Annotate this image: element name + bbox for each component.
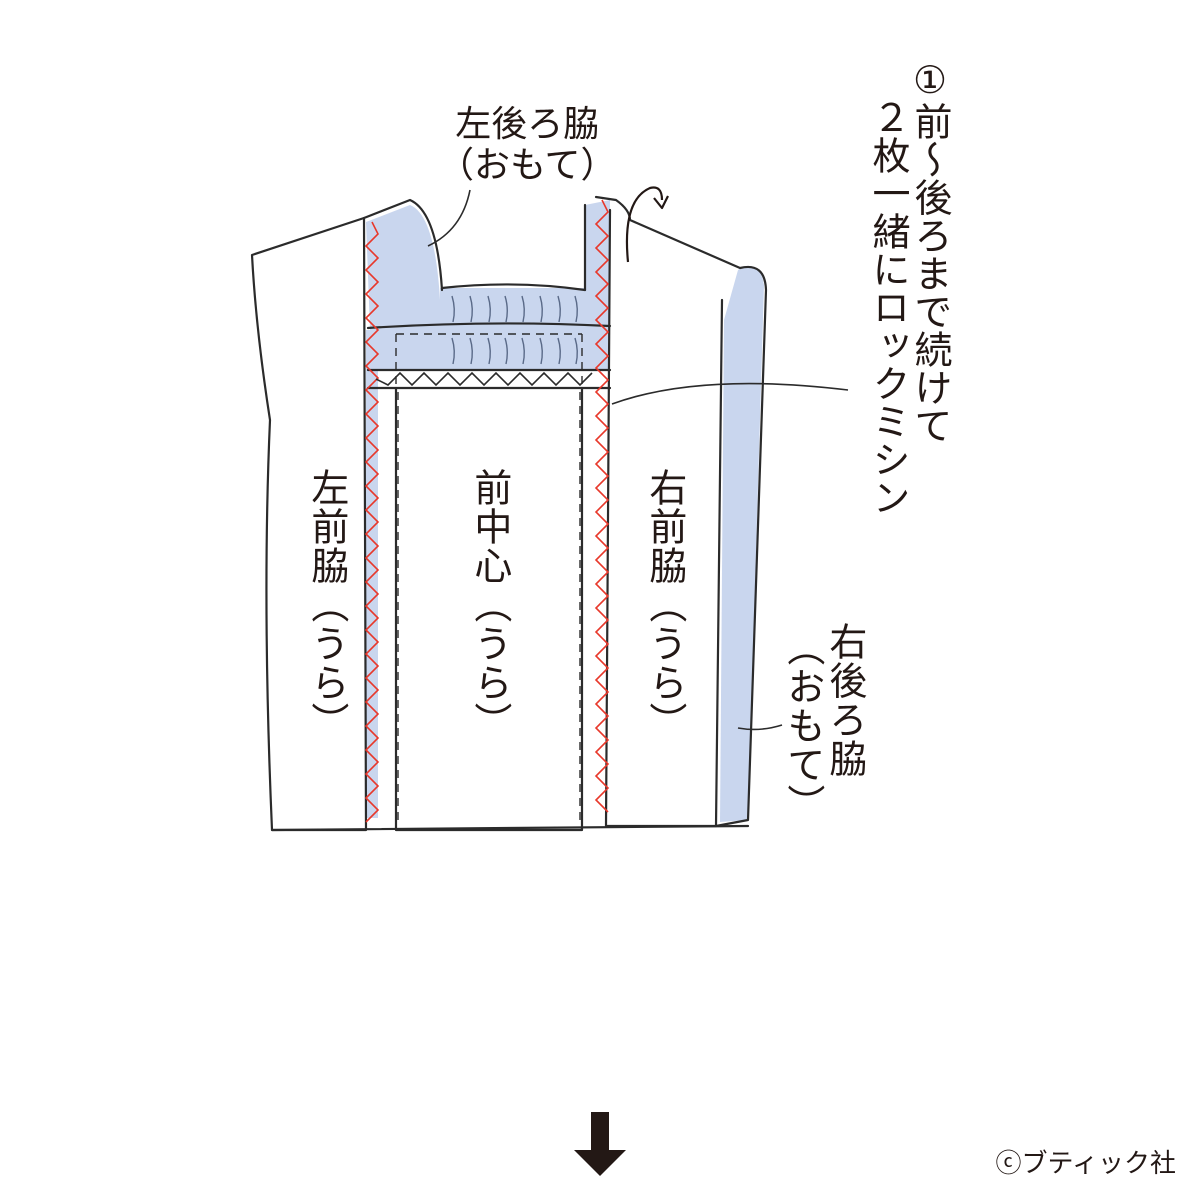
label-right-front-side: 右前脇（うら） <box>642 468 687 741</box>
gather-line <box>487 295 491 323</box>
gather-line <box>504 337 508 365</box>
left-back-upper-shade <box>366 205 440 330</box>
gather-line <box>539 337 543 365</box>
gather-line <box>539 295 543 323</box>
gather-line <box>451 337 455 365</box>
garment-outline <box>250 195 768 832</box>
left-front-side-outline <box>250 216 368 832</box>
hem-line <box>270 824 750 832</box>
leader-lines <box>427 189 849 731</box>
serger-left <box>364 221 380 823</box>
label-left-back-side: 左後ろ脇 （おもて） <box>438 104 617 187</box>
gathers <box>451 295 578 365</box>
right-front-inner-edge <box>714 298 724 828</box>
curved-arrow-icon <box>625 186 669 263</box>
gather-line <box>557 295 561 323</box>
leader-instruction <box>611 382 849 405</box>
yoke-shade <box>440 288 585 330</box>
label-left-front-side: 左前脇（うら） <box>304 468 349 741</box>
fabric-shading <box>366 200 764 822</box>
left-back-piece-outline <box>362 198 444 292</box>
label-right-back-side: 右後ろ脇 （おもて） <box>780 622 870 823</box>
leader-right-back <box>737 724 783 731</box>
front-center-outline <box>394 386 584 832</box>
gather-line <box>504 295 508 323</box>
yoke-band-top <box>366 322 612 330</box>
label-right-back-side-line1: 右後ろ脇 <box>822 622 867 778</box>
label-left-back-side-line2: （おもて） <box>438 145 617 187</box>
serger-stitches <box>364 199 610 823</box>
label-left-back-side-line1: 左後ろ脇 <box>455 104 600 145</box>
copyright: ⓒブティック社 <box>995 1149 1176 1179</box>
gather-line <box>451 295 455 323</box>
gather-line <box>521 295 525 323</box>
label-right-back-side-line2: （おもて） <box>780 628 825 823</box>
gather-line <box>487 337 491 365</box>
gather-line <box>557 337 561 365</box>
gather-line <box>469 337 473 365</box>
serger-yoke <box>375 371 593 387</box>
down-arrow-icon <box>574 1112 626 1176</box>
gather-line <box>521 337 525 365</box>
label-front-center: 前中心（うら） <box>467 468 512 741</box>
instruction-note: ①前〜後ろまで続けて ２枚一緒にロックミシン <box>866 58 958 528</box>
yoke-band-shade <box>370 328 608 370</box>
serger-right <box>594 199 610 813</box>
gather-line <box>574 337 578 365</box>
gather-line <box>574 295 578 323</box>
instruction-line1: ①前〜後ろまで続けて <box>908 58 952 444</box>
yoke-top <box>440 283 587 292</box>
stitch-lines <box>395 333 583 826</box>
gather-line <box>469 295 473 323</box>
right-front-side-outline <box>594 195 768 828</box>
instruction-line2: ２枚一緒にロックミシン <box>866 98 910 516</box>
right-back-side-shade <box>720 266 764 822</box>
leader-left-back <box>427 189 471 247</box>
